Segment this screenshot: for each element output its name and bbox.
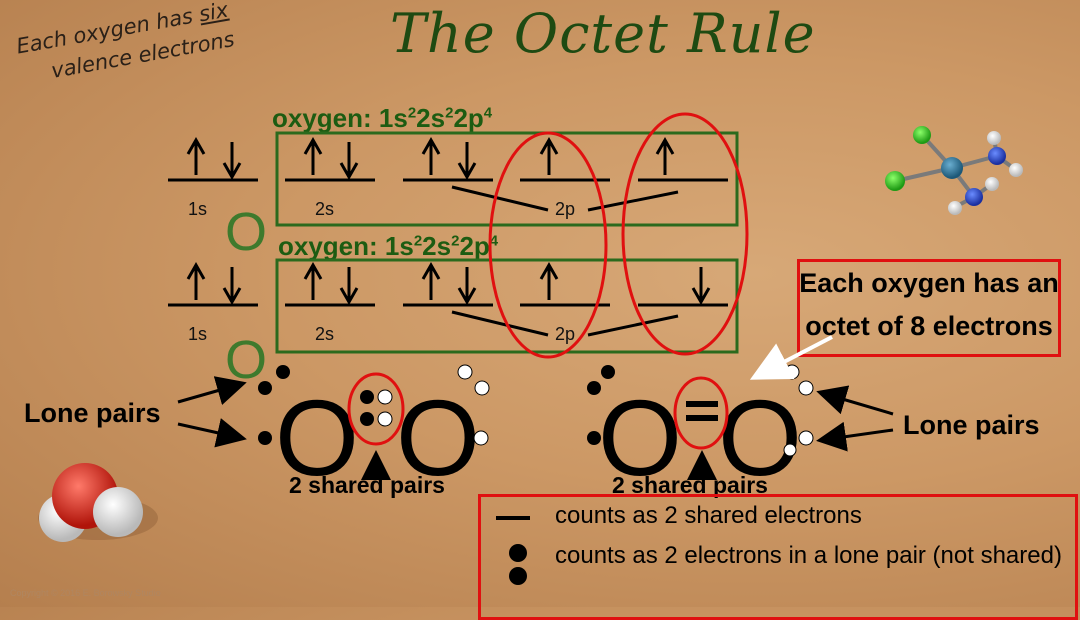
octet-arrow — [749, 335, 833, 380]
legend-dot-symbol-2 — [509, 567, 527, 585]
electron-arrows-top — [186, 136, 675, 181]
legend-line-text: counts as 2 shared electrons — [555, 502, 862, 529]
water-molecule-icon — [38, 463, 158, 542]
label-2p-bottom: 2p — [555, 324, 576, 344]
legend-dot-symbol-1 — [509, 544, 527, 562]
slide-title: The Octet Rule — [390, 2, 816, 65]
oxygen-label-top: O — [225, 202, 268, 262]
shared-pairs-circle-left — [347, 372, 405, 446]
highlight-ellipse-1 — [488, 131, 608, 359]
electron-arrows-bottom — [186, 261, 711, 306]
atom-o-3: O — [598, 377, 683, 498]
config-bottom: oxygen: 1s22s22p4 — [278, 231, 499, 261]
label-2s-bottom: 2s — [315, 324, 335, 344]
config-top: oxygen: 1s22s22p4 — [272, 103, 493, 133]
shared-pairs-circle-right — [673, 376, 729, 450]
valence-box-bottom — [275, 258, 739, 354]
highlight-ellipse-2 — [621, 112, 749, 356]
lone-pairs-label-left: Lone pairs — [24, 398, 161, 428]
valence-box-top — [275, 131, 739, 227]
lewis-dots-left — [258, 364, 490, 446]
orbital-lines-bottom — [168, 303, 728, 337]
legend-dot-text: counts as 2 electrons in a lone pair (no… — [555, 542, 1062, 569]
double-bond — [686, 401, 718, 421]
diagram-graphics — [38, 112, 1023, 585]
copyright: Copyright © 2016 E. Borowsky Studio — [10, 588, 161, 598]
molecule-ball-stick-icon — [885, 126, 1023, 215]
label-2p-top: 2p — [555, 199, 576, 219]
orbital-lines-top — [168, 178, 728, 212]
octet-callout-box — [797, 259, 1061, 357]
pointer-arrows — [177, 376, 894, 480]
label-1s-top: 1s — [188, 199, 208, 219]
atom-o-1: O — [275, 377, 360, 498]
label-2s-top: 2s — [315, 199, 335, 219]
label-1s-bottom: 1s — [188, 324, 208, 344]
lone-pairs-label-right: Lone pairs — [903, 410, 1040, 440]
atom-o-4: O — [718, 377, 803, 498]
lewis-dots-right — [587, 364, 814, 457]
atom-o-2: O — [396, 377, 481, 498]
octet-callout-text: Each oxygen has an octet of 8 electrons — [799, 268, 1059, 341]
